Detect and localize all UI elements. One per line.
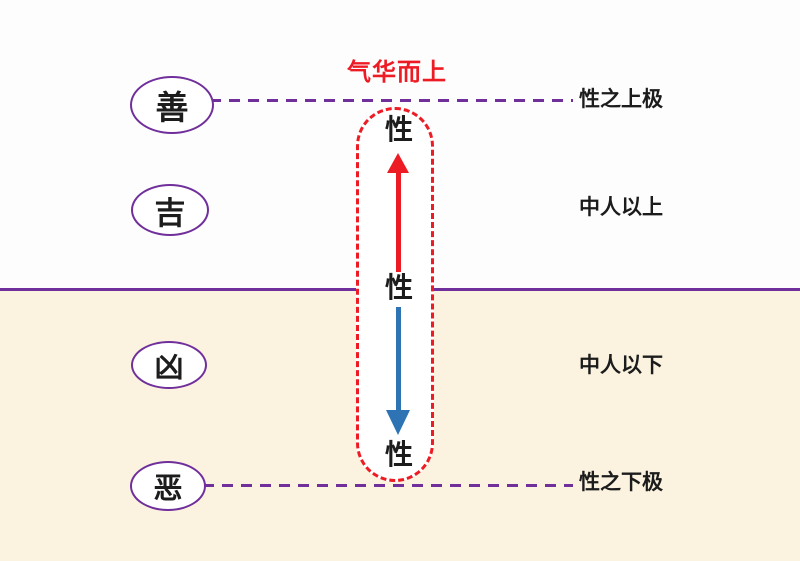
node-good: 善 — [130, 76, 214, 134]
nature-label-middle: 性 — [384, 272, 413, 303]
label-below-average: 中人以下 — [579, 354, 663, 377]
down-arrow-stem — [396, 307, 401, 411]
down-arrow-icon — [386, 410, 410, 435]
node-evil-label: 恶 — [153, 473, 183, 505]
up-arrow-icon — [387, 153, 409, 173]
qi-rises-title: 气华而上 — [347, 59, 447, 86]
node-auspicious-label: 吉 — [154, 195, 186, 231]
up-arrow-stem — [396, 170, 401, 272]
nature-label-bottom: 性 — [384, 439, 413, 470]
upper-extreme-dashed-connector — [210, 99, 573, 102]
label-upper-extreme: 性之上极 — [579, 88, 663, 111]
label-lower-extreme: 性之下极 — [579, 471, 663, 494]
nature-label-top: 性 — [384, 114, 413, 145]
node-auspicious: 吉 — [131, 184, 209, 236]
node-inauspicious-label: 凶 — [154, 352, 184, 384]
node-inauspicious: 凶 — [131, 341, 207, 389]
label-above-average: 中人以上 — [579, 196, 663, 219]
node-good-label: 善 — [155, 89, 189, 126]
node-evil: 恶 — [130, 461, 206, 511]
lower-extreme-dashed-connector — [203, 484, 573, 487]
